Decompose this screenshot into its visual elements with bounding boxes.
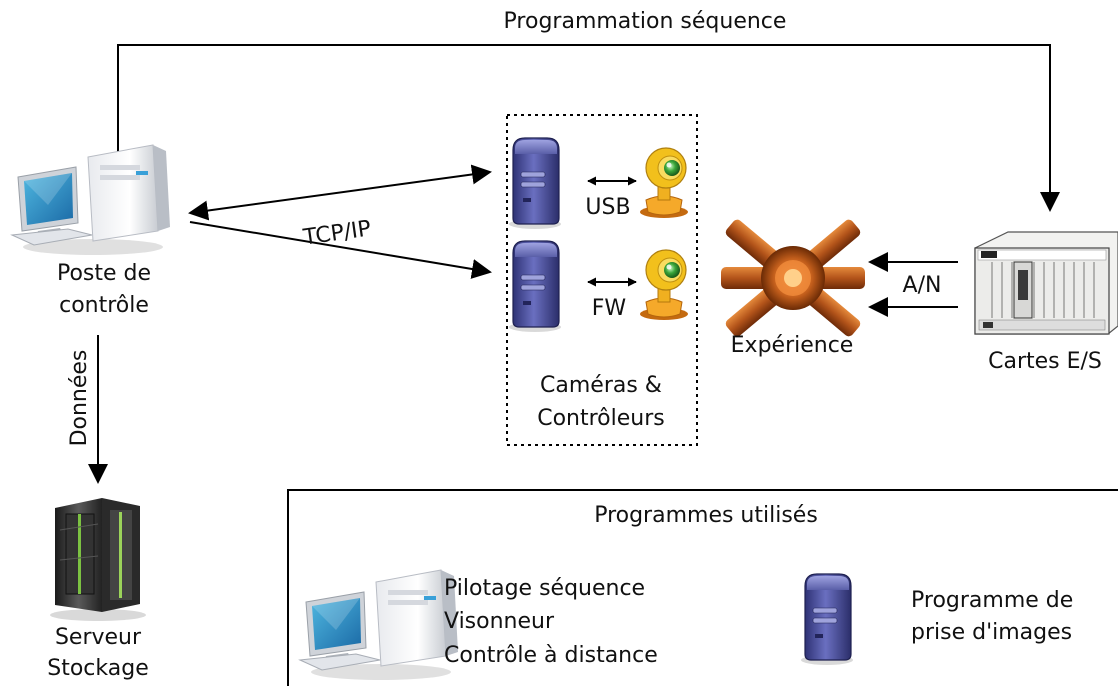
server-icon [800,573,854,666]
experiment-label: Expérience [731,333,854,358]
tcpip-arrows [188,164,492,279]
storage-label-line1: Serveur [55,625,142,650]
data-label: Données [67,350,92,447]
programs-box [287,489,1118,686]
control-label-line1: Poste de [57,261,151,286]
server-icon [508,240,562,333]
server-icon [508,137,562,230]
control-label-line2: contrôle [59,293,149,318]
fw-label: FW [592,296,627,321]
io-chassis-icon [974,231,1118,335]
webcam-icon [639,147,689,219]
rack-server-icon [50,498,146,621]
programming-sequence-label: Programmation séquence [504,9,787,34]
experiment-chamber-icon [721,219,865,337]
cameras-group-box [506,114,698,446]
server-program-line2: prise d'images [911,620,1072,645]
server-program-line1: Programme de [911,588,1073,613]
cameras-label-line2: Contrôleurs [537,406,665,431]
analog-digital-arrows [868,252,958,317]
cameras-label-line1: Caméras & [540,373,662,398]
workstation-icon [299,569,459,681]
programs-box-title: Programmes utilisés [594,503,818,528]
analog-digital-label: A/N [903,273,942,298]
tcpip-label: TCP/IP [301,216,373,250]
workstation-icon [11,144,171,256]
program-item: Contrôle à distance [444,643,658,668]
program-item: Pilotage séquence [444,576,645,601]
programming-arrow [117,44,1060,212]
webcam-icon [639,249,689,321]
storage-label-line2: Stockage [47,656,148,681]
io-cards-label: Cartes E/S [988,349,1102,374]
usb-label: USB [585,195,630,220]
program-item: Visonneur [444,609,555,634]
